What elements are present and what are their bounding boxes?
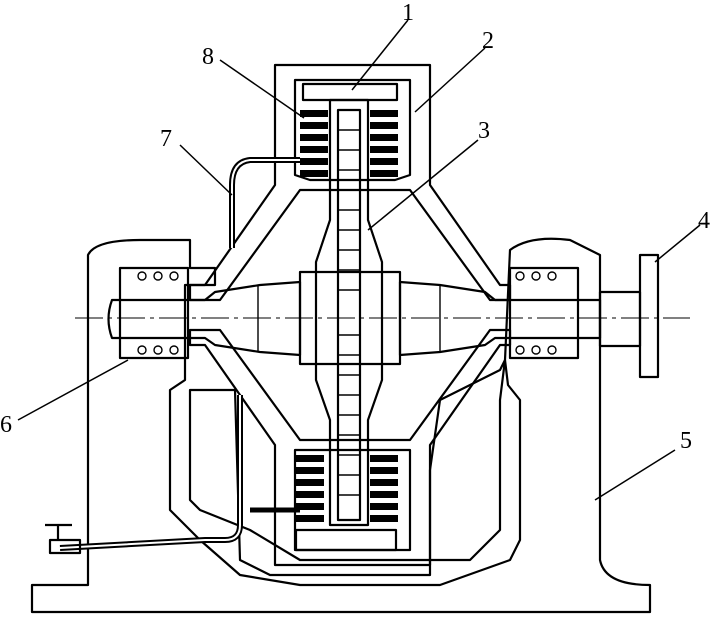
callout-7: 7 [160,126,172,152]
pipe-upper-inner [231,159,300,248]
plate-stack-top-right [370,110,398,177]
right-bearing-housing [508,266,580,360]
housing-top [188,63,512,302]
housing-top-inner [293,78,412,182]
plate-stack-bottom-left [296,455,324,522]
callout-2: 2 [482,28,494,54]
base-frame [30,237,652,614]
rotor-core [336,108,362,522]
callout-3: 3 [478,118,490,144]
left-bearing-balls [137,271,179,355]
pipe-lower-inner [59,395,241,549]
rotor-segments [338,129,360,496]
callout-8: 8 [202,44,214,70]
rotor-disc [314,98,384,527]
housing-bottom-inner [293,448,412,552]
valve [45,523,82,555]
left-bearing-housing [118,266,190,360]
coil-bottom [294,528,398,552]
coupling-flange [638,253,660,379]
plate-stack-top-left [300,110,328,177]
shaft [107,280,302,357]
callout-1: 1 [402,0,414,26]
leader-lines [17,19,701,501]
coupling-hub [598,290,642,348]
callout-6: 6 [0,412,12,438]
frame-cavity [188,358,507,577]
right-bearing-balls [515,271,557,355]
callout-4: 4 [698,208,710,234]
coil-top [301,82,399,102]
housing-bottom [188,328,512,567]
plate-stack-bottom-right [370,455,398,522]
callout-5: 5 [680,428,692,454]
